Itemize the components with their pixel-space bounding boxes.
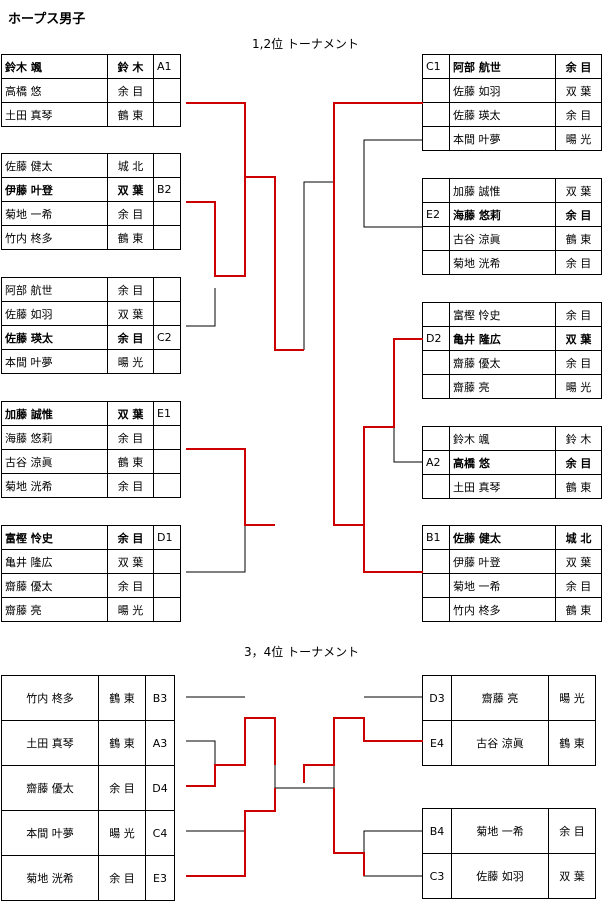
winner-line <box>333 788 365 876</box>
page-title: ホープス男子 <box>8 12 86 27</box>
player-row: 富樫 怜史余 目 <box>422 302 602 327</box>
player-row: 本間 叶夢暘 光 <box>1 349 181 374</box>
player-row: 佐藤 瑛太余 目 <box>422 102 602 127</box>
winner-line <box>186 448 275 526</box>
player-row: 古谷 涼眞鶴 東 <box>1 449 181 474</box>
player-row: 竹内 柊多鶴 東 <box>1 225 181 250</box>
player-row: 鈴木 颯鈴 木 <box>422 426 602 451</box>
bracket-line <box>303 181 334 350</box>
player-row: 土田 真琴鶴 東 <box>422 474 602 499</box>
bracket-line <box>186 740 216 765</box>
bracket-line <box>186 525 246 573</box>
player-row: 古谷 涼眞鶴 東 <box>422 226 602 251</box>
winner-line <box>186 102 304 351</box>
winner-line <box>303 717 423 783</box>
section-title-3-4: 3，4位 トーナメント <box>244 645 360 659</box>
winner-line <box>186 788 276 877</box>
bracket-line <box>363 139 423 228</box>
player-row: 齋藤 優太余 目 <box>1 573 181 598</box>
player-row: 加藤 誠惟双 葉 <box>422 178 602 203</box>
player-row: 竹内 柊多鶴 東 <box>422 597 602 622</box>
player-row: 菊地 一希余 目 <box>422 573 602 598</box>
player-row: 本間 叶夢暘 光 <box>422 126 602 151</box>
section-title-1-2: 1,2位 トーナメント <box>252 37 359 51</box>
player-row: 齋藤 優太余 目 <box>422 350 602 375</box>
player-row: 菊地 洸希余 目 <box>422 250 602 275</box>
player-row: 土田 真琴鶴 東 <box>1 102 181 127</box>
player-row: 菊地 一希余 目 <box>1 201 181 226</box>
player-row: 高橋 悠余 目 <box>1 78 181 103</box>
player-row: 伊藤 叶登双 葉 <box>422 549 602 574</box>
winner-line <box>363 338 423 525</box>
bracket-line <box>393 427 423 463</box>
player-row: 菊地 洸希余 目 <box>1 473 181 498</box>
player-row: 齋藤 亮暘 光 <box>422 374 602 399</box>
player-row: 齋藤 亮暘 光 <box>1 597 181 622</box>
player-row: 佐藤 如羽双 葉 <box>1 301 181 326</box>
bracket-line <box>363 830 423 877</box>
winner-line <box>186 717 276 787</box>
bracket-line <box>186 288 216 327</box>
bracket-line <box>274 765 335 789</box>
winner-line <box>186 177 246 277</box>
winner-line <box>333 102 423 573</box>
player-row: 佐藤 健太城 北 <box>1 153 181 178</box>
